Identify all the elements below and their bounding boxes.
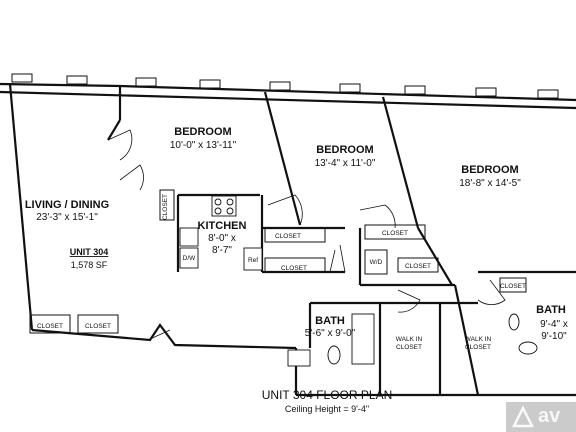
closet-label: CLOSET (37, 323, 63, 330)
unit-name: UNIT 304 (70, 247, 109, 257)
closet-label: CLOSET (500, 283, 526, 290)
door-swing (147, 329, 171, 341)
bathtub (351, 313, 375, 365)
apartments-logo-icon (512, 406, 534, 428)
closet-label: CLOSET (405, 263, 431, 270)
closet-label: CLOSET (162, 194, 169, 220)
window-cap (475, 87, 497, 97)
window-cap (404, 85, 426, 95)
closets (29, 189, 527, 334)
watermark: av (506, 402, 576, 432)
bedroom2-name: BEDROOM (316, 144, 373, 156)
closet-label: CLOSET (382, 230, 408, 237)
bath2-toilet (518, 341, 538, 355)
kitchen-fixtures (179, 195, 263, 271)
bath2-sink (508, 313, 520, 331)
window-cap (11, 73, 33, 83)
window-cap (199, 79, 221, 89)
window-cap (537, 89, 559, 99)
bedroom2-closet-lower (264, 257, 326, 273)
window-cap (66, 75, 88, 85)
plan-title: UNIT 304 FLOOR PLAN (262, 388, 393, 402)
bath2-dims-2: 9'-10" (541, 331, 567, 342)
refrigerator-label: Ref (248, 257, 258, 264)
watermark-text: av (538, 405, 561, 427)
window-caps (11, 73, 559, 99)
kitchen-dims-1: 8'-0" x (208, 233, 236, 244)
door-swing (267, 194, 303, 226)
living-closet-1 (29, 314, 71, 334)
living-dims: 23'-3" x 15'-1" (36, 212, 98, 223)
bath1-toilet (327, 345, 341, 365)
exterior-walls (0, 82, 576, 397)
dishwasher-label: D/W (183, 255, 197, 262)
bedroom1-dims: 10'-0" x 13'-11" (170, 140, 237, 151)
washer-dryer (364, 249, 388, 275)
window-cap (269, 81, 291, 91)
walk-in-label: WALK IN (396, 336, 423, 343)
living-name: LIVING / DINING (25, 199, 109, 211)
bath2-closet (499, 277, 527, 293)
ceiling-height: Ceiling Height = 9'-4" (285, 404, 369, 414)
door-swing (397, 289, 421, 313)
kitchen-sink (179, 227, 199, 247)
bedroom2-dims: 13'-4" x 11'-0" (315, 158, 376, 169)
bath2-dims-1: 9'-4" x (540, 319, 568, 330)
walk-in-label: CLOSET (465, 344, 491, 351)
door-swing (119, 164, 144, 191)
living-closet-2 (77, 314, 119, 334)
walk-in-label: WALK IN (465, 336, 492, 343)
bath1-sink (287, 349, 311, 367)
closet-label: CLOSET (85, 323, 111, 330)
bedroom1-closet (264, 227, 326, 243)
closet-label: CLOSET (281, 265, 307, 272)
bedroom1-name: BEDROOM (174, 126, 231, 138)
door-swing (329, 244, 346, 273)
interior-walls (107, 91, 576, 396)
refrigerator (243, 247, 263, 271)
door-swing (107, 129, 133, 161)
dishwasher (179, 247, 199, 269)
bedroom3-name: BEDROOM (461, 164, 518, 176)
unit-area: 1,578 SF (71, 260, 108, 270)
bath1-dims: 5'-6" x 9'-0" (305, 328, 356, 339)
kitchen-dims-2: 8'-7" (212, 245, 232, 256)
window-cap (135, 77, 157, 87)
kitchen-closet (159, 189, 175, 221)
bedroom2-closet (364, 224, 426, 240)
closet-label: CLOSET (275, 233, 301, 240)
door-swing (477, 279, 506, 306)
bedroom3-dims: 18'-8" x 14'-5" (459, 178, 521, 189)
window-cap (339, 83, 361, 93)
bath-fixtures (287, 313, 538, 367)
walk-in-label: CLOSET (396, 344, 422, 351)
bedroom3-closet (397, 257, 439, 273)
washer-dryer-label: W/D (370, 259, 383, 266)
doors (107, 129, 506, 341)
bath1-name: BATH (315, 315, 345, 327)
bath2-name: BATH (536, 304, 566, 316)
kitchen-name: KITCHEN (198, 220, 247, 232)
